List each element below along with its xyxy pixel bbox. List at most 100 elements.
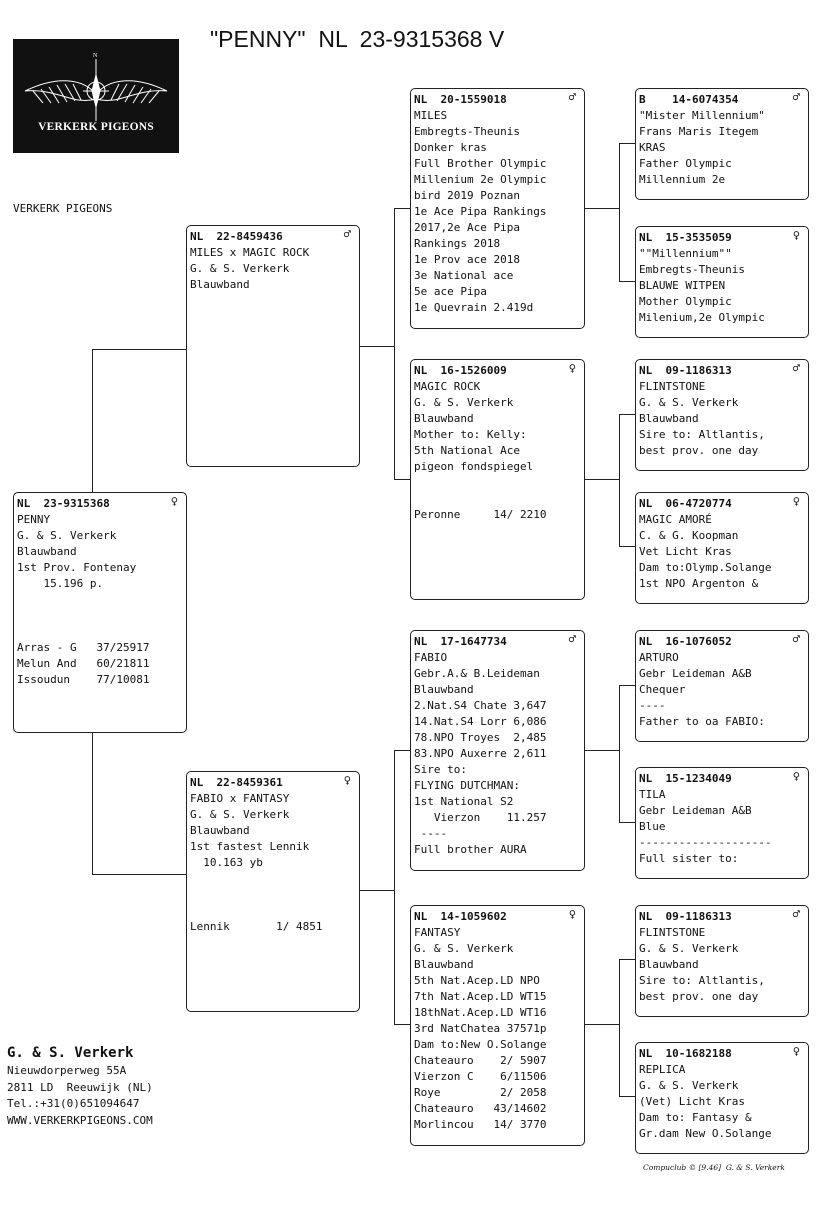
connector-line bbox=[619, 685, 620, 823]
pigeon-info-line: Blue bbox=[639, 820, 666, 833]
male-symbol-icon: ♂ bbox=[792, 632, 800, 646]
pigeon-info-line: Blauwband bbox=[639, 412, 699, 425]
pigeon-info-line: Blauwband bbox=[190, 824, 250, 837]
pigeon-info-line: G. & S. Verkerk bbox=[414, 396, 514, 409]
pigeon-card-ssd[interactable]: NL 15-3535059♀""Millennium""Embregts-The… bbox=[635, 226, 809, 338]
pigeon-info-line: -------------------- bbox=[639, 836, 772, 849]
pigeon-info-line: Millenium 2e Olympic bbox=[414, 173, 547, 186]
logo-text: VERKERK PIGEONS bbox=[38, 121, 154, 133]
ring-number: NL 16-1076052 bbox=[639, 635, 732, 648]
pigeon-info-line: 3rd NatChatea 37571p bbox=[414, 1022, 547, 1035]
connector-line bbox=[619, 1096, 635, 1097]
ring-number: NL 09-1186313 bbox=[639, 910, 732, 923]
pigeon-info-line: 5th National Ace bbox=[414, 444, 520, 457]
pigeon-info-line: Sire to: Altlantis, bbox=[639, 974, 765, 987]
pigeon-info-line: Full brother AURA bbox=[414, 843, 527, 856]
pigeon-info-line: BLAUWE WITPEN bbox=[639, 279, 726, 292]
pigeon-info-line: Gebr.A.& B.Leideman bbox=[414, 667, 540, 680]
connector-line bbox=[394, 1024, 411, 1025]
pigeon-info-line: ---- bbox=[639, 699, 666, 712]
pigeon-info-line: Mother Olympic bbox=[639, 295, 732, 308]
ring-number: NL 15-1234049 bbox=[639, 772, 732, 785]
pigeon-info-line: Blauwband bbox=[414, 683, 474, 696]
pigeon-name: ""Millennium"" bbox=[639, 247, 732, 260]
male-symbol-icon: ♂ bbox=[568, 632, 576, 646]
pigeon-info-line: Millennium 2e bbox=[639, 173, 726, 186]
pigeon-info-line: Embregts-Theunis bbox=[414, 125, 520, 138]
connector-line bbox=[619, 143, 635, 144]
pigeon-info-line: ---- bbox=[414, 827, 448, 840]
pigeon-info-line: Melun And 60/21811 bbox=[17, 657, 150, 670]
ring-number: NL 06-4720774 bbox=[639, 497, 732, 510]
pigeon-info-line: Dam to: Fantasy & bbox=[639, 1111, 752, 1124]
pigeon-info-line: 14.Nat.S4 Lorr 6,086 bbox=[414, 715, 547, 728]
pigeon-info-line: Blauwband bbox=[17, 545, 77, 558]
male-symbol-icon: ♂ bbox=[568, 90, 576, 104]
pigeon-info-line: 5e ace Pipa bbox=[414, 285, 487, 298]
software-credit: Compuclub © [9.46] G. & S. Verkerk bbox=[643, 1163, 785, 1172]
connector-line bbox=[92, 874, 187, 875]
pigeon-card-sss[interactable]: B 14-6074354♂"Mister Millennium"Frans Ma… bbox=[635, 88, 809, 200]
female-symbol-icon: ♀ bbox=[792, 494, 800, 508]
pigeon-info-line: Blauwband bbox=[190, 278, 250, 291]
pigeon-info-line bbox=[414, 475, 584, 491]
male-symbol-icon: ♂ bbox=[343, 227, 351, 241]
pigeon-name: REPLICA bbox=[639, 1063, 686, 1076]
website-link[interactable]: WWW.VERKERKPIGEONS.COM bbox=[7, 1113, 153, 1127]
female-symbol-icon: ♀ bbox=[170, 494, 178, 508]
address-line: 2811 LD Reeuwijk (NL) bbox=[7, 1080, 153, 1094]
pigeon-info-line: Chateauro 43/14602 bbox=[414, 1102, 547, 1115]
pigeon-info-line: 1e Prov ace 2018 bbox=[414, 253, 520, 266]
pigeon-info-line: G. & S. Verkerk bbox=[639, 1079, 739, 1092]
pigeon-info-line: Frans Maris Itegem bbox=[639, 125, 759, 138]
pigeon-info-line: G. & S. Verkerk bbox=[639, 396, 739, 409]
pigeon-info-line: Morlincou 14/ 3770 bbox=[414, 1118, 547, 1131]
address-line: Nieuwdorperweg 55A bbox=[7, 1064, 127, 1077]
connector-line bbox=[619, 546, 635, 547]
pigeon-info-line: 18thNat.Acep.LD WT16 bbox=[414, 1006, 547, 1019]
breeder-name: G. & S. Verkerk bbox=[7, 1045, 134, 1061]
ring-number: NL 15-3535059 bbox=[639, 231, 732, 244]
pigeon-info-line: (Vet) Licht Kras bbox=[639, 1095, 745, 1108]
female-symbol-icon: ♀ bbox=[792, 1044, 800, 1058]
pigeon-info-line: Peronne 14/ 2210 bbox=[414, 508, 547, 521]
male-symbol-icon: ♂ bbox=[792, 907, 800, 921]
pigeon-info-line: Gr.dam New O.Solange bbox=[639, 1127, 772, 1140]
pigeon-info-line: 1st National S2 bbox=[414, 795, 514, 808]
pigeon-info-line: Blauwband bbox=[414, 412, 474, 425]
svg-text:N: N bbox=[93, 53, 98, 59]
pigeon-info-line bbox=[190, 871, 359, 887]
pigeon-info-line: Arras - G 37/25917 bbox=[17, 641, 150, 654]
pigeon-info-line: Chateauro 2/ 5907 bbox=[414, 1054, 547, 1067]
ring-number: NL 23-9315368 bbox=[17, 497, 110, 510]
pigeon-info-line: G. & S. Verkerk bbox=[414, 942, 514, 955]
connector-line bbox=[619, 959, 635, 960]
pigeon-info-line: Dam to:New O.Solange bbox=[414, 1038, 547, 1051]
pigeon-info-line: G. & S. Verkerk bbox=[639, 942, 739, 955]
pigeon-name: FLINTSTONE bbox=[639, 926, 706, 939]
connector-line bbox=[92, 349, 187, 350]
pigeon-name: PENNY bbox=[17, 513, 51, 526]
pigeon-info-line: G. & S. Verkerk bbox=[190, 808, 290, 821]
connector-line bbox=[584, 1024, 620, 1025]
connector-line bbox=[619, 685, 635, 686]
breeder-address: G. & S. Verkerk Nieuwdorperweg 55A 2811 … bbox=[7, 1043, 153, 1129]
female-symbol-icon: ♀ bbox=[568, 907, 576, 921]
connector-line bbox=[92, 349, 93, 492]
pigeon-name: FLINTSTONE bbox=[639, 380, 706, 393]
connector-line bbox=[394, 750, 411, 751]
pigeon-name: FABIO bbox=[414, 651, 448, 664]
